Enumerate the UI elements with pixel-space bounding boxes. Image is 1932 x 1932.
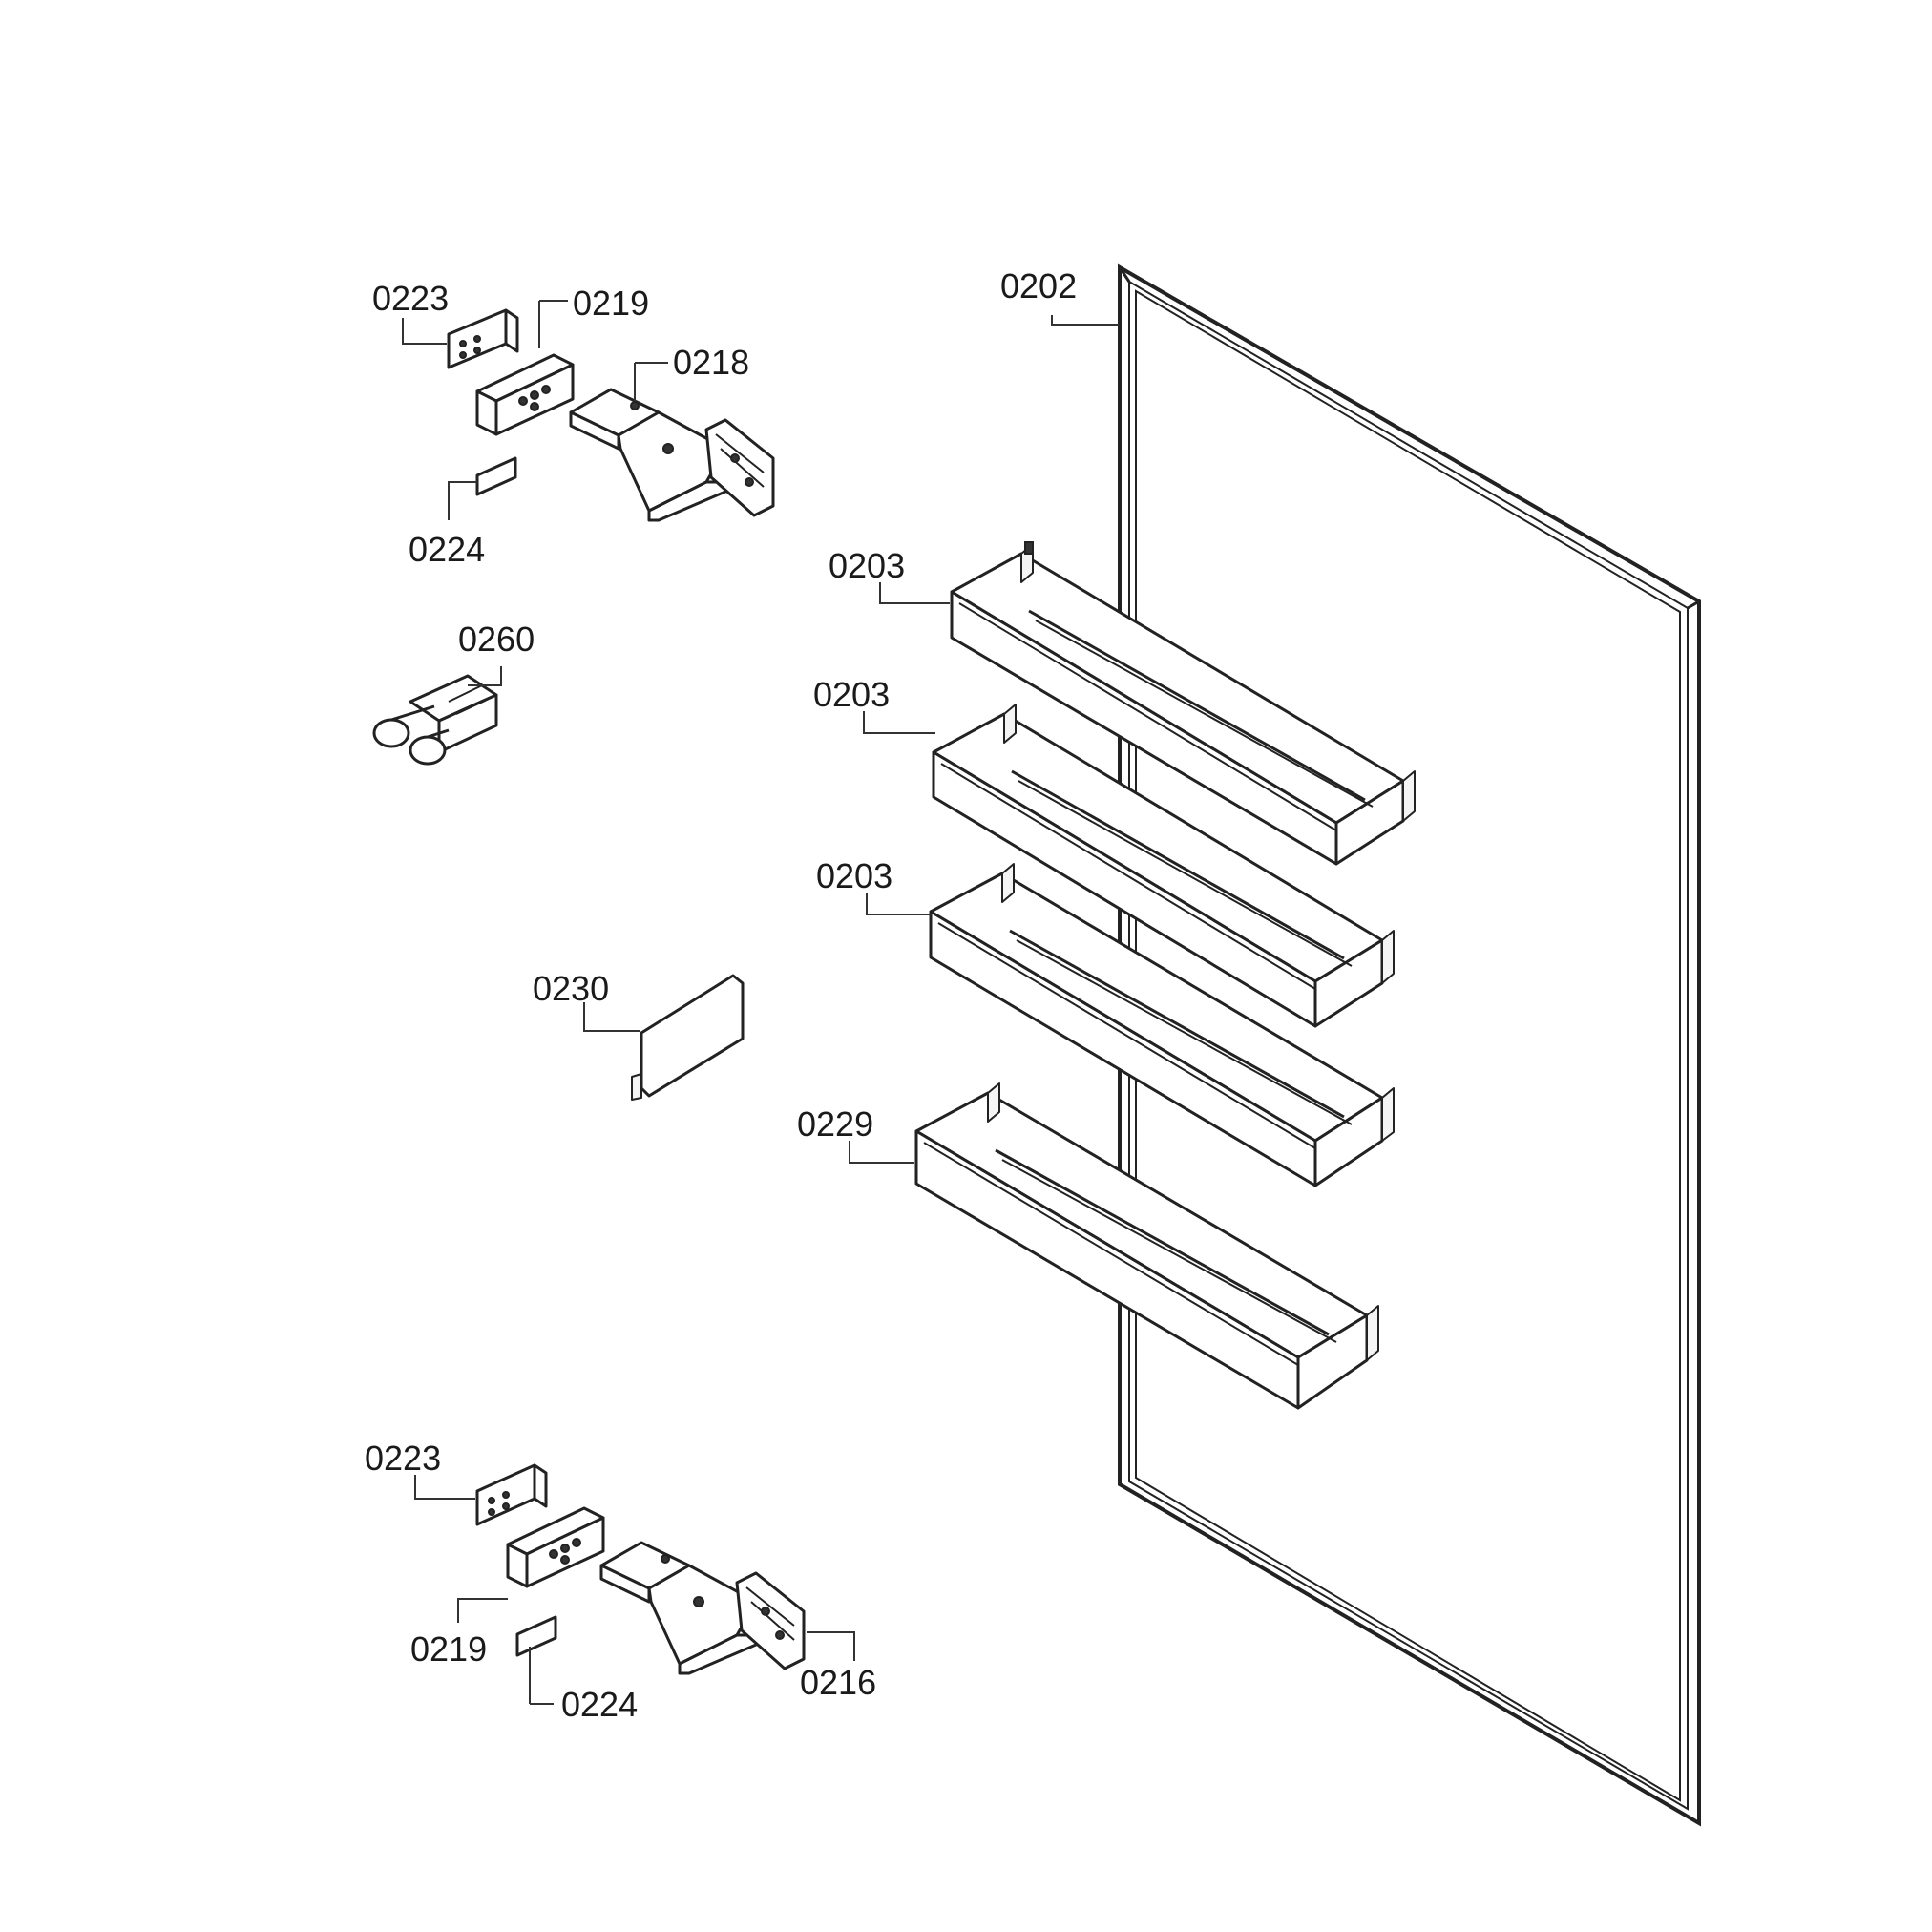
- label-bottom-spacer: 0223: [365, 1438, 441, 1478]
- bottom-hinge: [599, 1541, 806, 1675]
- label-bottom-plate: 0219: [410, 1629, 487, 1669]
- door-shelf-bottom: [914, 1082, 1379, 1410]
- label-top-pad: 0224: [409, 530, 485, 569]
- label-bottom-pad: 0224: [561, 1685, 638, 1724]
- label-top-hinge: 0218: [673, 343, 749, 382]
- top-hinge: [569, 388, 775, 522]
- bottom-hinge-pad: [515, 1615, 557, 1657]
- door-gasket: [1118, 263, 1701, 1827]
- door-shelf-3: [929, 863, 1395, 1187]
- label-damper: 0260: [458, 620, 535, 659]
- label-shelf-3: 0203: [816, 856, 892, 895]
- door-shelf-1: [950, 541, 1416, 866]
- label-bottom-hinge: 0216: [800, 1663, 876, 1702]
- label-shelf-1: 0203: [829, 546, 905, 585]
- cover-plate: [631, 974, 745, 1101]
- door-shelf-2: [932, 704, 1395, 1028]
- top-hinge-plate: [475, 353, 575, 436]
- label-top-spacer: 0223: [372, 279, 449, 318]
- bottom-hinge-plate: [506, 1506, 605, 1588]
- label-shelf-2: 0203: [813, 675, 890, 714]
- label-door-gasket: 0202: [1000, 266, 1077, 305]
- leader-lines: [402, 300, 1119, 1705]
- top-hinge-pad: [475, 456, 517, 496]
- label-cover: 0230: [533, 969, 609, 1008]
- top-hinge-spacer: [447, 308, 519, 369]
- label-shelf-bottom: 0229: [797, 1104, 873, 1144]
- label-top-plate: 0219: [573, 284, 649, 323]
- damper: [372, 674, 498, 766]
- bottom-hinge-spacer: [475, 1463, 548, 1526]
